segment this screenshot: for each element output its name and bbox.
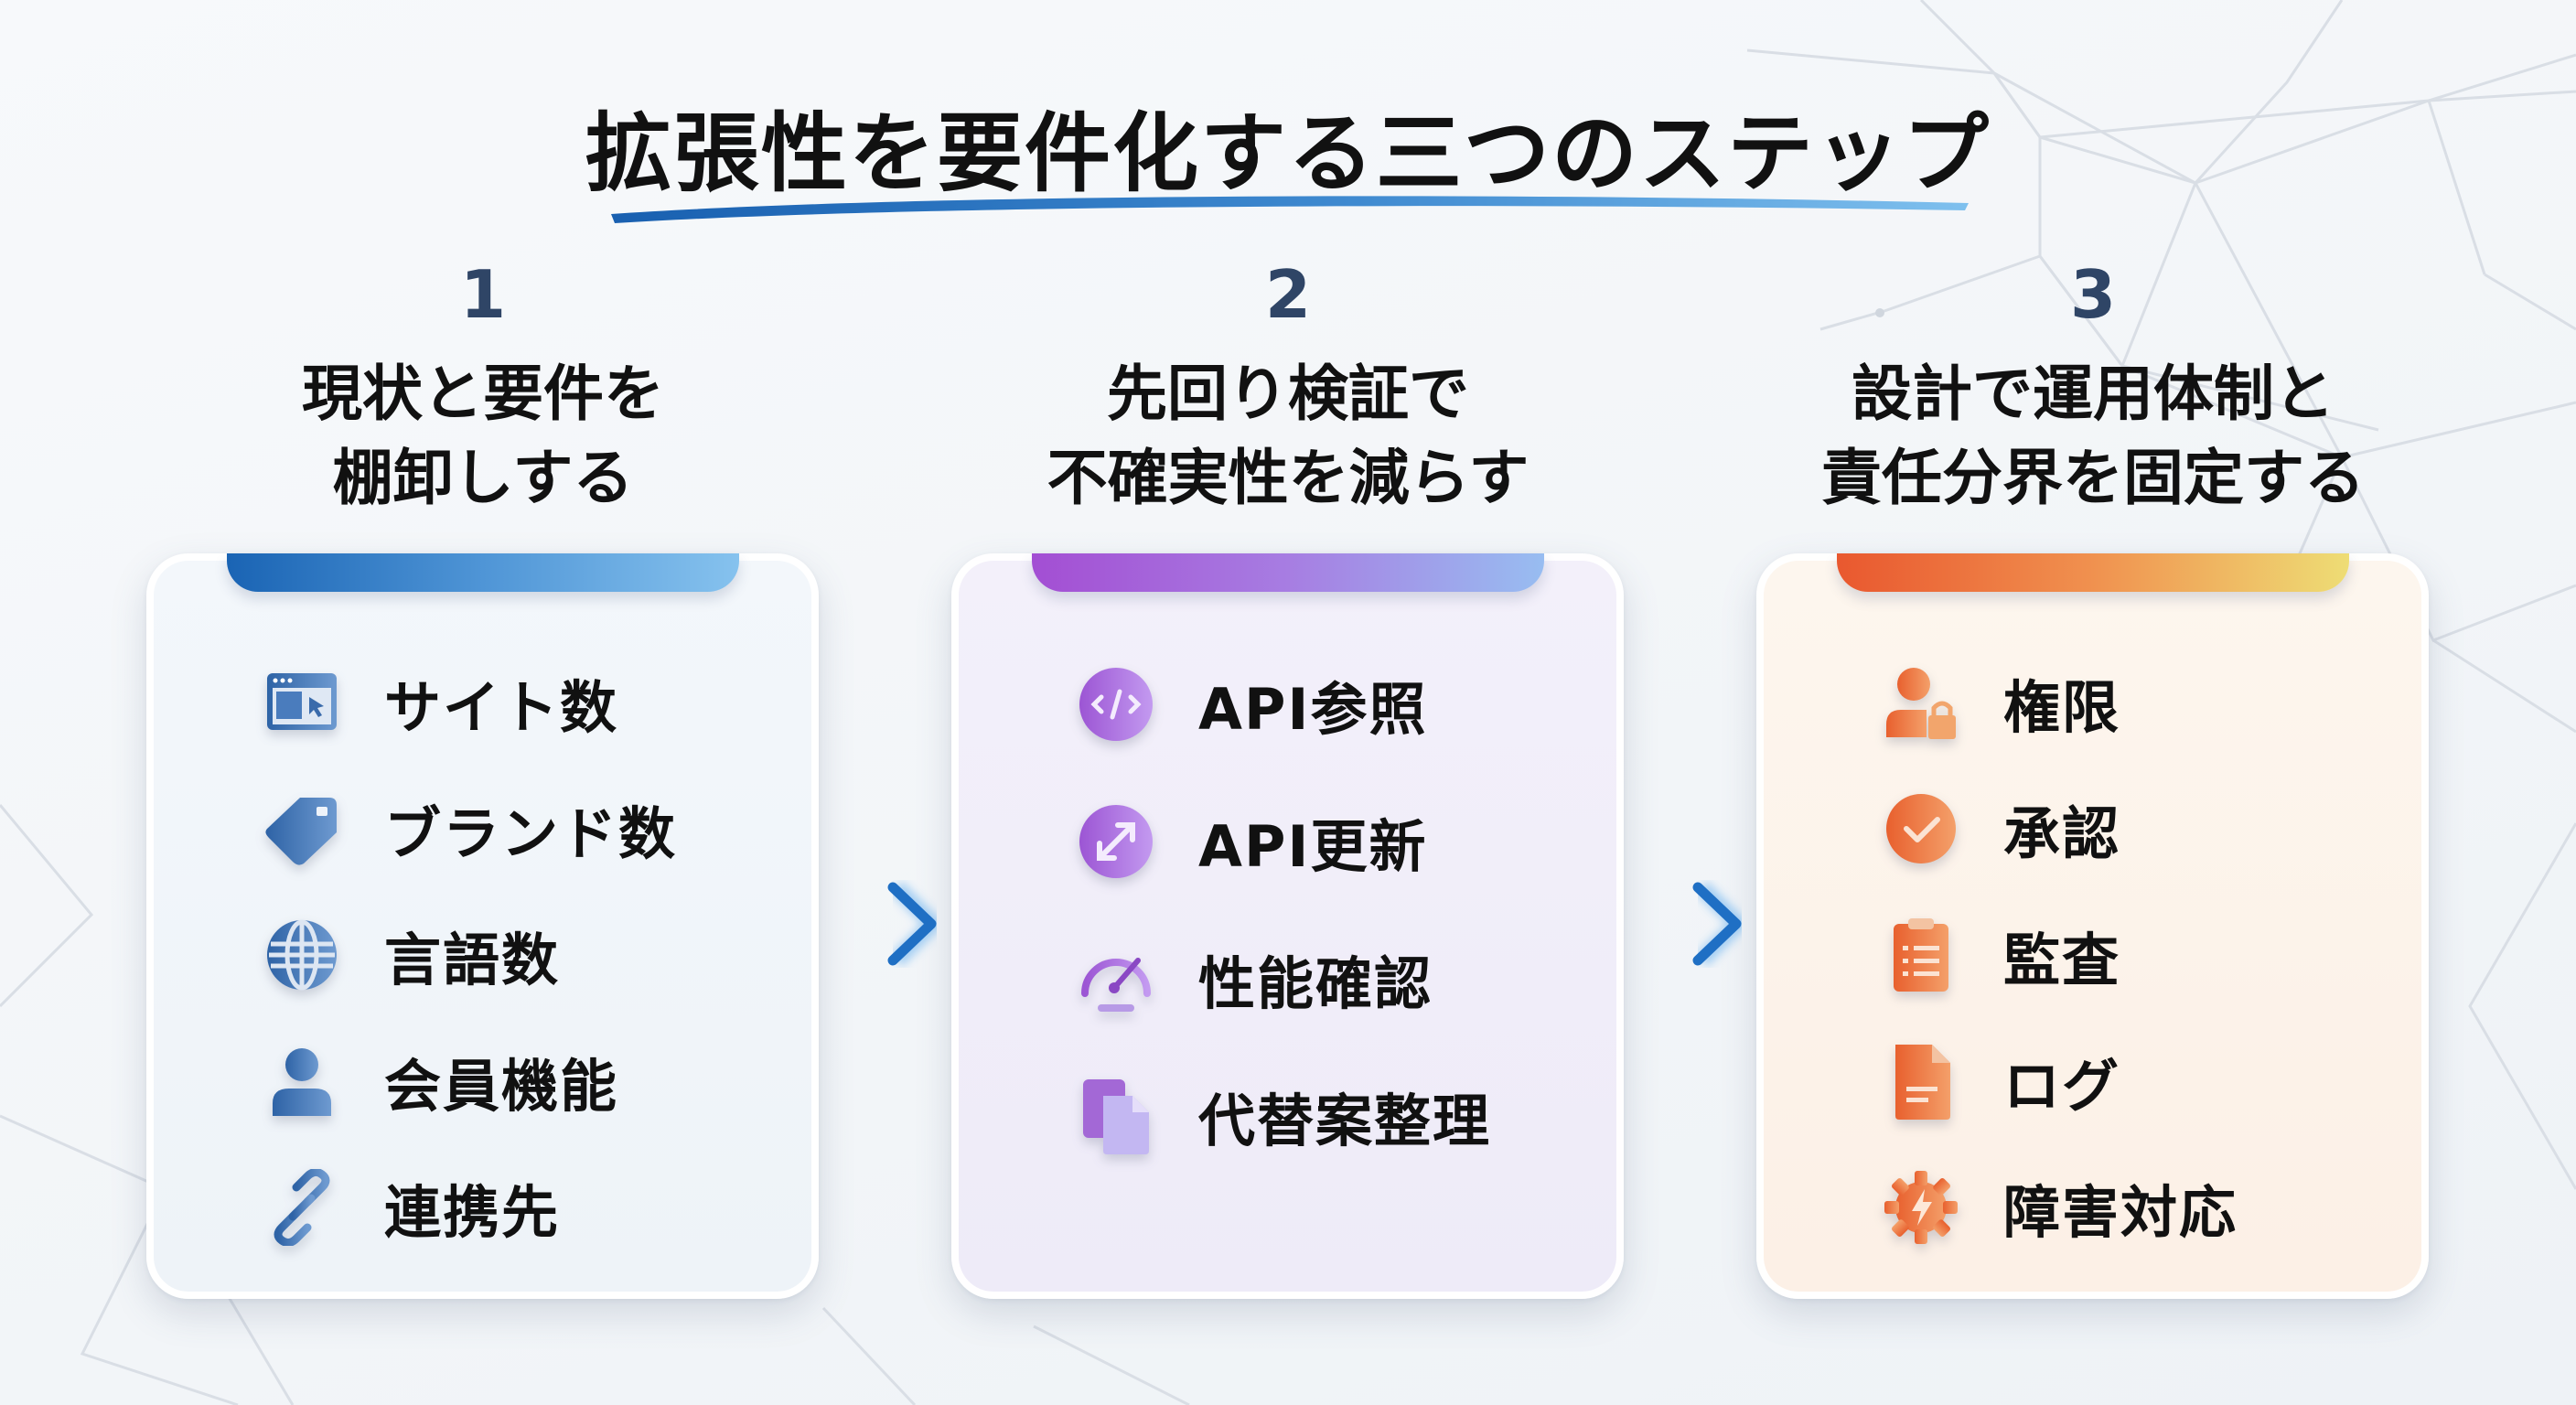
step-3-card-tab xyxy=(1837,553,2349,592)
item-label: ブランド数 xyxy=(384,800,678,867)
list-item: 会員機能 xyxy=(263,1031,618,1132)
step-1-heading-line2: 棚卸しする xyxy=(332,443,634,513)
list-item: 連携先 xyxy=(263,1157,560,1258)
step-1-heading: 現状と要件を 棚卸しする xyxy=(135,352,831,520)
code-icon xyxy=(1078,666,1154,743)
item-label: 会員機能 xyxy=(384,1053,619,1120)
step-2-heading-line1: 先回り検証で xyxy=(1107,359,1469,429)
list-item: ログ xyxy=(1883,1031,2120,1132)
arrow-right-icon xyxy=(796,881,942,967)
document-icon xyxy=(1883,1043,1959,1120)
step-1-heading-line1: 現状と要件を xyxy=(302,359,664,429)
item-label: 承認 xyxy=(2003,800,2121,867)
list-item: 監査 xyxy=(1883,905,2120,1005)
list-item: 性能確認 xyxy=(1078,928,1433,1029)
page-title: 拡張性を要件化する三つのステップ xyxy=(585,104,1991,204)
item-label: 代替案整理 xyxy=(1198,1088,1492,1154)
step-3-number: 3 xyxy=(2069,256,2117,333)
step-2-number: 2 xyxy=(1264,256,1312,333)
step-2-card: API参照 API更新 xyxy=(951,553,1624,1299)
clipboard-list-icon xyxy=(1883,917,1959,993)
user-lock-icon xyxy=(1883,664,1959,741)
list-item: サイト数 xyxy=(263,652,618,753)
step-2-heading-line2: 不確実性を減らす xyxy=(1046,443,1530,513)
step-3-card: 権限 承認 xyxy=(1756,553,2429,1299)
list-item: 障害対応 xyxy=(1883,1157,2238,1258)
speedometer-icon xyxy=(1078,940,1154,1017)
item-label: 権限 xyxy=(2003,674,2121,741)
step-2-card-tab xyxy=(1032,553,1544,592)
step-3-heading: 設計で運用体制と 責任分界を固定する xyxy=(1745,352,2441,520)
step-2-heading: 先回り検証で 不確実性を減らす xyxy=(940,352,1636,520)
browser-window-icon xyxy=(263,664,340,741)
expand-arrows-icon xyxy=(1078,803,1154,880)
user-icon xyxy=(263,1043,340,1120)
check-circle-icon xyxy=(1883,790,1959,867)
list-item: 承認 xyxy=(1883,778,2120,879)
globe-icon xyxy=(263,917,340,993)
item-label: ログ xyxy=(2003,1053,2121,1120)
item-label: 障害対応 xyxy=(2003,1179,2238,1246)
gear-bolt-icon xyxy=(1883,1169,1959,1246)
list-item: 代替案整理 xyxy=(1078,1066,1491,1166)
link-icon xyxy=(263,1169,340,1246)
item-label: 性能確認 xyxy=(1198,950,1433,1017)
list-item: API更新 xyxy=(1078,791,1428,892)
list-item: ブランド数 xyxy=(263,778,677,879)
copy-documents-icon xyxy=(1078,1078,1154,1154)
title-underline xyxy=(611,196,1969,223)
item-label: API更新 xyxy=(1198,813,1428,880)
list-item: 言語数 xyxy=(263,905,560,1005)
step-1-number: 1 xyxy=(459,256,507,333)
step-3-heading-line1: 設計で運用体制と xyxy=(1852,359,2334,429)
item-label: 言語数 xyxy=(384,927,561,993)
item-label: 監査 xyxy=(2003,927,2121,993)
step-1-card-tab xyxy=(227,553,739,592)
step-3-heading-line2: 責任分界を固定する xyxy=(1821,443,2365,513)
item-label: サイト数 xyxy=(384,674,619,741)
arrow-right-icon xyxy=(1601,881,1747,967)
step-1-card: サイト数 ブランド数 xyxy=(146,553,819,1299)
tag-icon xyxy=(263,790,340,867)
item-label: API参照 xyxy=(1198,676,1428,743)
list-item: API参照 xyxy=(1078,654,1428,755)
list-item: 権限 xyxy=(1883,652,2120,753)
item-label: 連携先 xyxy=(384,1179,561,1246)
